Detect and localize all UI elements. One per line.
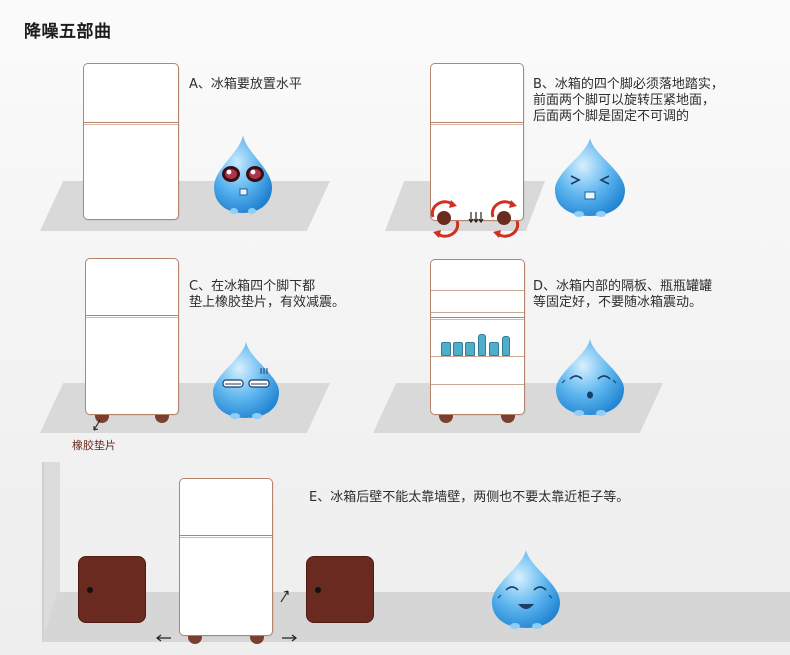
fridge-right-foot: [501, 415, 515, 423]
fridge-shelf: [431, 356, 524, 357]
rotate-arrow-icon: [430, 200, 460, 238]
fridge-door-seam: [431, 122, 523, 125]
right-arrow-icon: [282, 634, 297, 642]
fridge-left-foot: [188, 636, 202, 644]
pointer-arrow-icon: [93, 419, 101, 431]
water-drop-mascot-icon: [213, 342, 279, 419]
cabinet-knob: [315, 587, 321, 593]
fridge-shelf: [431, 290, 524, 291]
step-d-caption-line1: D、冰箱内部的隔板、瓶瓶罐罐: [533, 279, 713, 294]
water-drop-mascot-icon: [555, 138, 625, 217]
jar-icon: [453, 342, 463, 356]
pointer-arrow-icon: [280, 590, 289, 603]
jar-icon: [465, 342, 475, 356]
rotate-arrow-icon: [490, 200, 520, 238]
fridge-door-seam: [84, 122, 178, 125]
fridge-door-seam: [431, 317, 524, 320]
jar-icon: [489, 342, 499, 356]
rubber-pad-left: [95, 415, 109, 423]
right-cabinet: [306, 556, 374, 623]
jar-icon: [441, 342, 451, 356]
water-drop-mascot-icon: [556, 339, 624, 416]
fridge-door-seam: [180, 535, 272, 538]
step-c-floor: [40, 383, 330, 433]
step-c-caption-line2: 垫上橡胶垫片，有效减震。: [189, 295, 346, 310]
step-e-fridge: [179, 478, 273, 636]
step-e-floor: [42, 592, 790, 642]
rubber-pad-label: 橡胶垫片: [72, 439, 116, 452]
step-b-caption-line3: 后面两个脚是固定不可调的: [533, 109, 690, 124]
fridge-shelf: [431, 312, 524, 313]
water-drop-mascot-icon: [492, 550, 560, 629]
fridge-right-foot: [250, 636, 264, 644]
left-arrow-icon: [156, 634, 171, 642]
step-a-caption: A、冰箱要放置水平: [189, 77, 302, 92]
fridge-left-foot: [439, 415, 453, 423]
bottle-icon: [502, 336, 510, 356]
fridge-door-seam: [86, 315, 178, 318]
step-e-caption: E、冰箱后壁不能太靠墙壁，两侧也不要太靠近柜子等。: [309, 490, 630, 505]
fridge-shelf: [431, 384, 524, 385]
step-d-caption-line2: 等固定好，不要随冰箱震动。: [533, 295, 703, 310]
step-b-caption-line1: B、冰箱的四个脚必须落地踏实，: [533, 77, 724, 92]
water-drop-mascot-icon: [214, 135, 272, 214]
left-cabinet: [78, 556, 146, 623]
page-title: 降噪五部曲: [24, 22, 112, 42]
step-b-caption-line2: 前面两个脚可以旋转压紧地面，: [533, 93, 716, 108]
step-a-fridge: [83, 63, 179, 220]
rubber-pad-right: [155, 415, 169, 423]
step-c-caption-line1: C、在冰箱四个脚下都: [189, 279, 316, 294]
down-arrow-icon: [468, 212, 484, 224]
bottle-icon: [478, 334, 486, 356]
cabinet-knob: [87, 587, 93, 593]
step-c-fridge: [85, 258, 179, 415]
bottles-row: [439, 332, 519, 356]
fridge-left-foot: [437, 211, 451, 225]
step-d-fridge: [430, 259, 525, 415]
fridge-right-foot: [497, 211, 511, 225]
